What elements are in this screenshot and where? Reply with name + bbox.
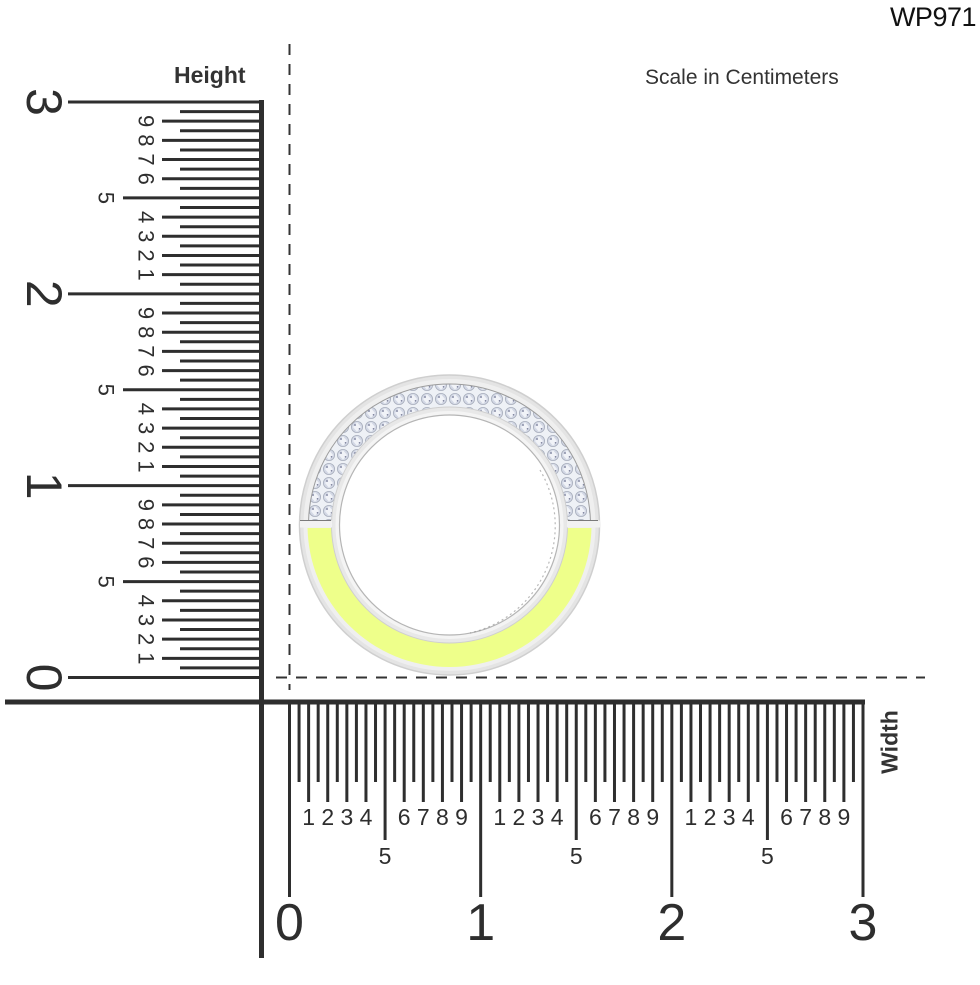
- height-minor-label: 5: [94, 384, 119, 396]
- height-minor-label: 6: [134, 364, 159, 376]
- width-minor-label: 3: [723, 804, 736, 830]
- ring-product-image: [298, 374, 601, 676]
- width-axis-label: Width: [876, 710, 903, 774]
- width-minor-label: 1: [685, 804, 698, 830]
- width-minor-label: 1: [493, 804, 506, 830]
- width-major-label: 1: [466, 894, 495, 952]
- width-minor-label: 5: [379, 843, 392, 869]
- height-major-label: 1: [16, 472, 72, 500]
- height-minor-label: 2: [134, 633, 159, 645]
- width-minor-label: 7: [799, 804, 812, 830]
- scale-caption: Scale in Centimeters: [645, 66, 839, 89]
- height-minor-label: 6: [134, 173, 159, 185]
- height-minor-label: 8: [134, 134, 159, 146]
- width-minor-label: 5: [761, 843, 774, 869]
- width-minor-label: 3: [532, 804, 545, 830]
- height-minor-label: 6: [134, 556, 159, 568]
- width-minor-label: 1: [302, 804, 315, 830]
- height-minor-label: 7: [134, 153, 159, 165]
- height-ruler: 0 1 2 3 4 5 6 7 8 9 1 1 2 3 4 5 6 7 8 9 2 1 2 3 4 5 6 7 8 9 3: [16, 88, 259, 691]
- product-sku: WP971: [889, 2, 977, 32]
- width-minor-label: 7: [608, 804, 621, 830]
- height-minor-label: 8: [134, 518, 159, 530]
- width-minor-label: 2: [513, 804, 526, 830]
- height-axis-label: Height: [174, 62, 246, 88]
- height-minor-label: 7: [134, 345, 159, 357]
- height-minor-label: 4: [134, 595, 159, 607]
- height-minor-label: 3: [134, 614, 159, 626]
- height-minor-label: 2: [134, 441, 159, 453]
- width-minor-label: 4: [360, 804, 373, 830]
- width-minor-label: 8: [818, 804, 831, 830]
- width-minor-label: 2: [321, 804, 334, 830]
- width-minor-label: 8: [627, 804, 640, 830]
- height-major-label: 2: [16, 280, 72, 308]
- height-minor-label: 4: [134, 211, 159, 223]
- height-minor-label: 7: [134, 537, 159, 549]
- height-minor-label: 1: [134, 460, 159, 472]
- width-minor-label: 6: [398, 804, 411, 830]
- width-minor-label: 6: [780, 804, 793, 830]
- height-minor-label: 5: [94, 192, 119, 204]
- height-minor-label: 2: [134, 249, 159, 261]
- height-minor-label: 3: [134, 422, 159, 434]
- width-minor-label: 4: [551, 804, 564, 830]
- width-major-label: 2: [657, 894, 686, 952]
- height-major-label: 0: [16, 664, 72, 692]
- width-minor-label: 6: [589, 804, 602, 830]
- width-minor-label: 8: [436, 804, 449, 830]
- height-minor-label: 9: [134, 499, 159, 511]
- width-minor-label: 9: [646, 804, 659, 830]
- guide-lines: [276, 44, 925, 690]
- height-minor-label: 9: [134, 115, 159, 127]
- width-minor-label: 5: [570, 843, 583, 869]
- width-major-label: 0: [275, 894, 304, 952]
- height-minor-label: 1: [134, 269, 159, 281]
- height-minor-label: 4: [134, 403, 159, 415]
- width-minor-label: 7: [417, 804, 430, 830]
- width-minor-label: 2: [704, 804, 717, 830]
- width-minor-label: 4: [742, 804, 755, 830]
- height-minor-label: 8: [134, 326, 159, 338]
- height-minor-label: 3: [134, 230, 159, 242]
- height-minor-label: 9: [134, 307, 159, 319]
- height-minor-label: 5: [94, 575, 119, 587]
- width-minor-label: 9: [837, 804, 850, 830]
- height-major-label: 3: [16, 88, 72, 116]
- width-minor-label: 9: [455, 804, 468, 830]
- width-minor-label: 3: [340, 804, 353, 830]
- height-minor-label: 1: [134, 652, 159, 664]
- width-major-label: 3: [849, 894, 878, 952]
